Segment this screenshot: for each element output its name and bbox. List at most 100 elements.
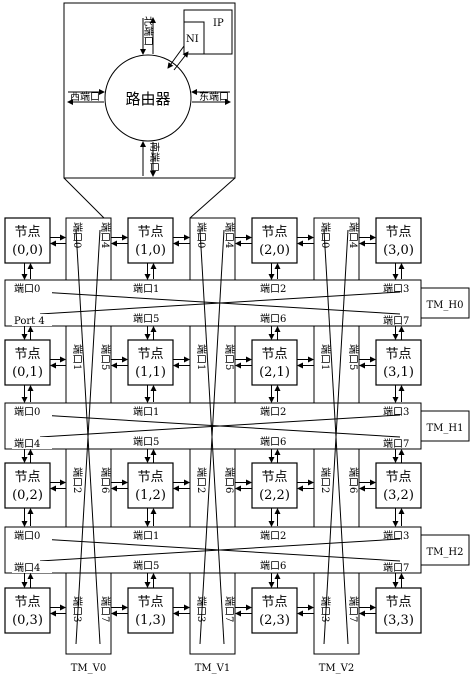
node-bus-arrows <box>21 234 405 617</box>
vbus-0-port7: 端口7 <box>99 596 112 622</box>
node-box <box>375 462 422 509</box>
node-box <box>4 339 51 386</box>
hbus-1-port0: 端口0 <box>14 405 40 418</box>
node-box <box>4 462 51 509</box>
hbus-0-port2: 端口2 <box>260 282 286 295</box>
hbus-1-port1: 端口1 <box>133 405 159 418</box>
hbus-2-cross-b <box>39 538 401 562</box>
hbus-0-tag <box>420 287 470 319</box>
west-port-label: 西端口 <box>70 90 100 103</box>
north-port-label: 北端口 <box>142 16 155 46</box>
node-title: 节点 <box>137 470 163 485</box>
vbus-1-port6: 端口6 <box>223 467 236 493</box>
node-coord: (3,1) <box>383 365 414 380</box>
node-title: 节点 <box>137 595 163 610</box>
hbus-0-port1: 端口1 <box>133 282 159 295</box>
vbus-1-port1: 端口1 <box>195 344 208 370</box>
vbus-0-port3: 端口3 <box>71 596 84 622</box>
vbus-2-port1: 端口1 <box>319 344 332 370</box>
zoom-line-right <box>189 177 236 219</box>
vbus-2-port6: 端口6 <box>347 467 360 493</box>
node-coord: (3,2) <box>383 488 414 503</box>
ip-label: IP <box>213 18 224 29</box>
vbus-2-port3: 端口3 <box>319 596 332 622</box>
node-box <box>251 217 298 264</box>
hbus-0-port0: 端口0 <box>14 282 40 295</box>
node-coord: (2,2) <box>259 488 290 503</box>
ni-arrow-out <box>173 51 189 71</box>
vbus-2-port5: 端口5 <box>347 344 360 370</box>
vbus-0-port6: 端口6 <box>99 467 112 493</box>
router-detail: 路由器 IP NI 北端口 南端口 西端口 东端口 <box>63 2 236 219</box>
vbus-1-port4: 端口4 <box>223 222 236 248</box>
hbus-1-tag <box>420 410 470 442</box>
label-pad <box>12 437 52 449</box>
router-label: 路由器 <box>125 90 170 108</box>
node-title: 节点 <box>385 347 411 362</box>
node-coord: (0,3) <box>12 613 43 628</box>
node-title: 节点 <box>137 225 163 240</box>
hbus-2-port1: 端口1 <box>133 529 159 542</box>
hbus-2-port0: 端口0 <box>14 529 40 542</box>
node-title: 节点 <box>385 225 411 240</box>
node-coord: (3,3) <box>383 613 414 628</box>
hbus-2-port4: 端口4 <box>14 561 40 574</box>
node-coord: (1,2) <box>135 488 166 503</box>
vbus-2-port2: 端口2 <box>319 467 332 493</box>
node-box <box>127 217 174 264</box>
vbus-2-port4: 端口4 <box>347 222 360 248</box>
label-pad <box>12 314 52 326</box>
hbus-2-port7: 端口7 <box>383 561 409 574</box>
node-box <box>375 339 422 386</box>
south-port-label: 南端口 <box>148 142 161 172</box>
node-box <box>375 217 422 264</box>
node-title: 节点 <box>261 595 287 610</box>
crossing-links <box>39 229 401 645</box>
node-coord: (1,3) <box>135 613 166 628</box>
node-box <box>251 339 298 386</box>
hbus-1-name: TM_H1 <box>427 423 464 434</box>
hbus-0-port3: 端口3 <box>383 282 409 295</box>
vbus-1-port5: 端口5 <box>223 344 236 370</box>
east-port-label: 东端口 <box>199 90 229 103</box>
ni-box <box>183 21 205 55</box>
node-coord: (3,0) <box>383 243 414 258</box>
vbus-1-port7: 端口7 <box>223 596 236 622</box>
hbus-2-port6: 端口6 <box>260 559 286 572</box>
vbus-1-port0: 端口0 <box>195 222 208 248</box>
hbus-1-port6: 端口6 <box>260 435 286 448</box>
ni-arrow-in <box>167 45 185 69</box>
vbus-2-cross-b <box>323 229 349 645</box>
node-coord: (0,2) <box>12 488 43 503</box>
node-coord: (0,0) <box>12 243 43 258</box>
node-title: 节点 <box>385 470 411 485</box>
vbus-0-cross-b <box>75 229 101 645</box>
node-title: 节点 <box>14 470 40 485</box>
vbus-0-port4: 端口4 <box>99 222 112 248</box>
node-title: 节点 <box>261 225 287 240</box>
node-coord: (2,1) <box>259 365 290 380</box>
hbus-1-port2: 端口2 <box>260 405 286 418</box>
router-circle <box>104 54 192 142</box>
hbus-2-tag <box>420 534 470 566</box>
vbus-1-cross-b <box>199 229 225 645</box>
node-title: 节点 <box>14 595 40 610</box>
node-coord: (1,0) <box>135 243 166 258</box>
vbus-2-port7: 端口7 <box>347 596 360 622</box>
hbus-2-name: TM_H2 <box>427 547 464 558</box>
vbus-0-port2: 端口2 <box>71 467 84 493</box>
vbus-1-port3: 端口3 <box>195 596 208 622</box>
vbus-2-name: TM_V2 <box>319 663 355 674</box>
node-box <box>375 587 422 634</box>
hbus-1-port5: 端口5 <box>133 435 159 448</box>
vbus-0-port0: 端口0 <box>71 222 84 248</box>
node-title: 节点 <box>14 225 40 240</box>
node-coord: (0,1) <box>12 365 43 380</box>
node-title: 节点 <box>137 347 163 362</box>
hbus-2-port2: 端口2 <box>260 529 286 542</box>
label-pad <box>12 529 52 541</box>
node-box <box>4 587 51 634</box>
router-detail-frame <box>63 2 236 179</box>
